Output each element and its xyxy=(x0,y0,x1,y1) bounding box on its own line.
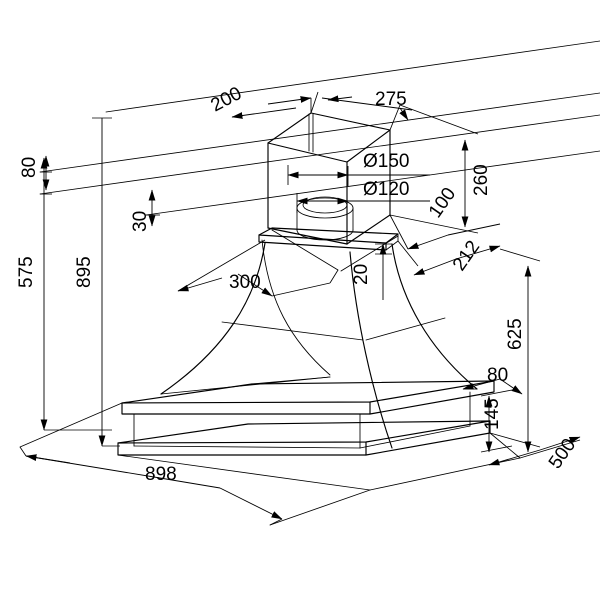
dim-100: 100 xyxy=(425,184,460,222)
dim-d120: Ø120 xyxy=(363,179,409,200)
dim-80-base: 80 xyxy=(487,365,508,386)
dim-575: 575 xyxy=(16,256,37,288)
canopy-body xyxy=(160,229,478,449)
dimension-200 xyxy=(231,96,312,119)
dimension-898 xyxy=(19,446,283,526)
dimension-625 xyxy=(489,248,541,453)
duct-cylinder xyxy=(296,196,354,241)
wall-reference-lines xyxy=(39,40,600,216)
canopy-top-flange xyxy=(258,227,399,251)
dimension-300 xyxy=(177,239,339,297)
dim-80-top: 80 xyxy=(19,157,40,178)
dimension-80-base xyxy=(462,378,523,395)
dimension-20 xyxy=(375,243,392,300)
dim-30: 30 xyxy=(130,211,151,232)
dimension-500 xyxy=(488,436,581,466)
dim-275: 275 xyxy=(375,89,407,110)
dimension-260 xyxy=(389,104,479,234)
base-molding xyxy=(117,380,495,456)
dimension-30 xyxy=(146,189,160,227)
dimension-80-wall xyxy=(40,155,52,195)
dim-145: 145 xyxy=(482,398,503,430)
dimension-145 xyxy=(480,389,513,453)
dim-300: 300 xyxy=(229,272,261,293)
dim-212: 212 xyxy=(449,237,484,275)
dimension-895 xyxy=(92,117,120,447)
footprint-plan-lines xyxy=(19,376,521,526)
dim-895: 895 xyxy=(74,256,95,288)
dim-625: 625 xyxy=(505,318,526,350)
dimension-575 xyxy=(40,157,112,431)
dim-20: 20 xyxy=(351,264,372,285)
dimension-212 xyxy=(397,240,501,276)
dim-898: 898 xyxy=(145,464,177,485)
dim-500: 500 xyxy=(545,435,580,473)
dim-d150: Ø150 xyxy=(363,151,409,172)
dimension-diameter-120 xyxy=(296,193,430,213)
dim-260: 260 xyxy=(471,164,492,196)
dim-200: 200 xyxy=(207,83,245,116)
dimension-diameter-150 xyxy=(287,165,430,186)
dimension-275 xyxy=(310,91,413,131)
dimension-100 xyxy=(389,214,501,250)
